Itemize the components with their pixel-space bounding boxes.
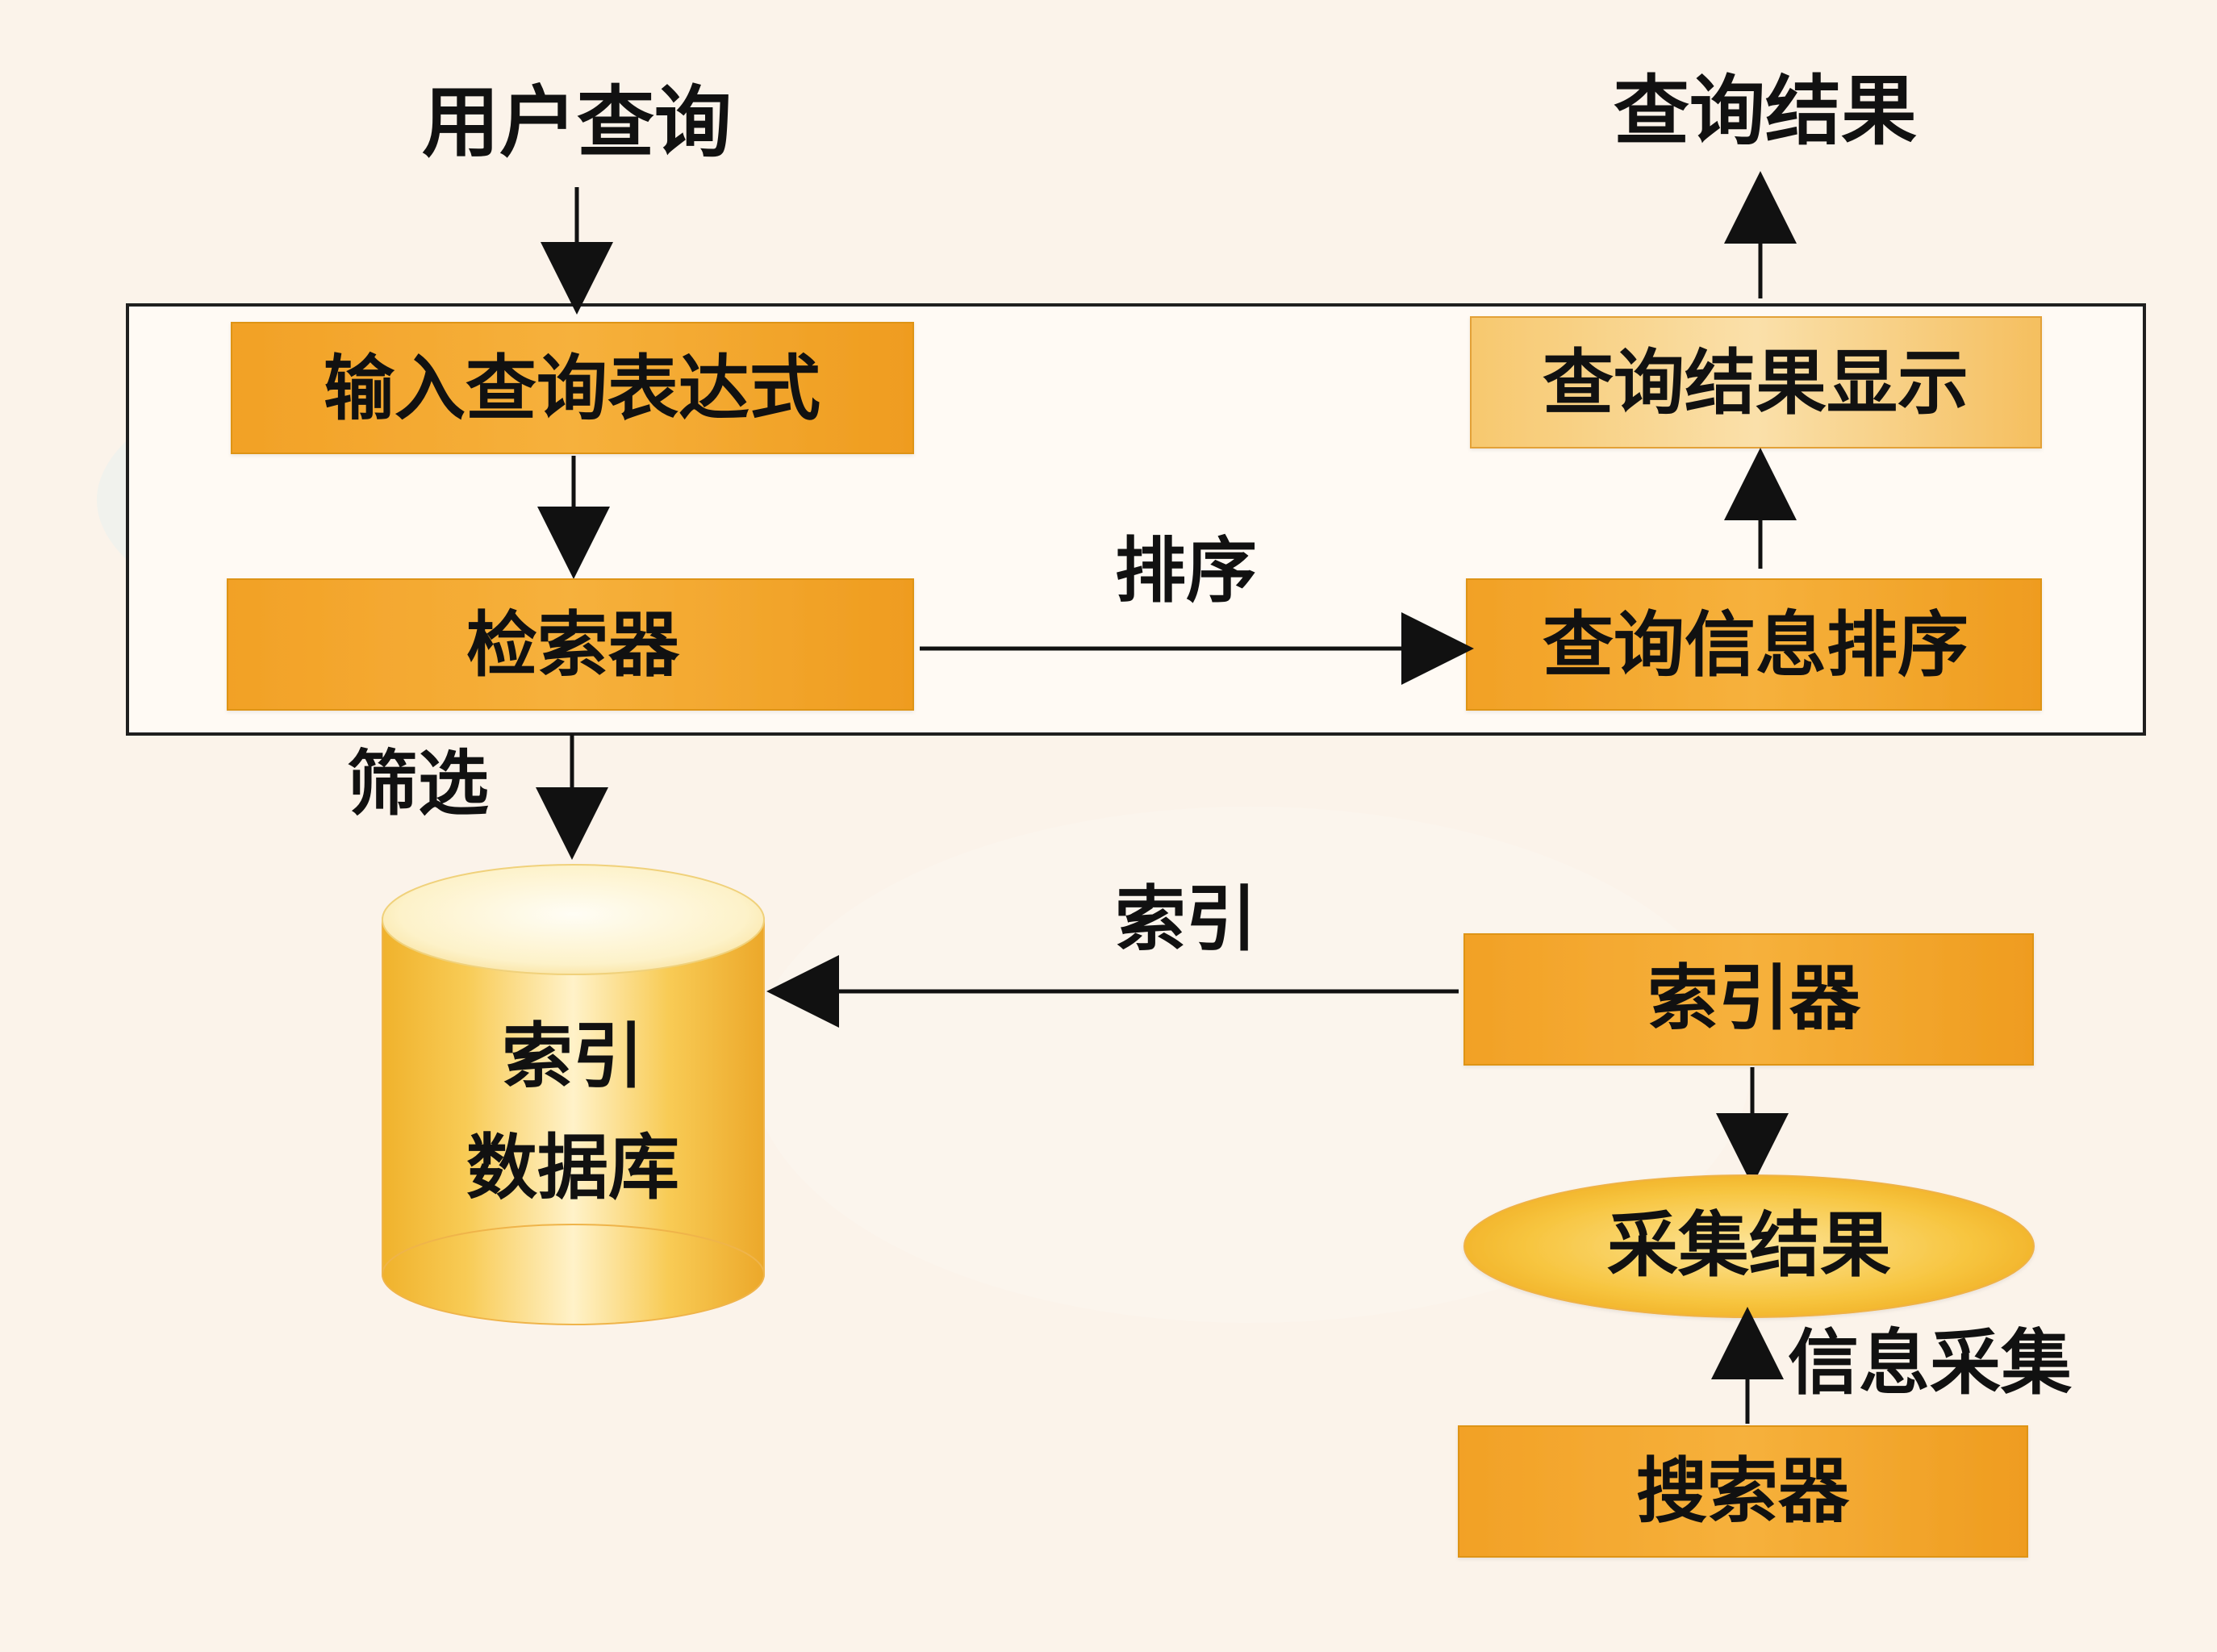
bottom-right-collection-group: 索引器 采集结果 信息采集 搜索器 — [1458, 933, 2072, 1558]
database-label-line2: 数据库 — [466, 1126, 679, 1209]
indexer-box — [1463, 933, 2034, 1066]
database-top-icon — [382, 864, 765, 975]
info-sort-label: 查询信息排序 — [1543, 603, 1969, 686]
user-query-label: 用户查询 — [422, 77, 732, 168]
retriever-label: 检索器 — [466, 603, 680, 686]
result-display-label: 查询结果显示 — [1543, 341, 1969, 424]
sort-connection-group: 排序 — [920, 529, 1474, 685]
filter-group: 筛选 — [347, 734, 608, 860]
input-expression-label: 输入查询表达式 — [324, 347, 820, 430]
retriever-box — [227, 578, 914, 711]
database-bottom-icon — [382, 1224, 765, 1325]
result-display-box — [1470, 316, 2042, 448]
crawler-box — [1458, 1425, 2028, 1558]
collection-results-label: 采集结果 — [1607, 1204, 1891, 1287]
filter-edge-label: 筛选 — [347, 742, 489, 825]
crawler-label: 搜索器 — [1636, 1450, 1850, 1533]
top-right-result-group: 查询结果 查询结果显示 查询信息排序 — [1466, 68, 2042, 711]
input-expression-box — [231, 322, 914, 454]
database-group: 索引 数据库 — [382, 864, 765, 1325]
indexer-label: 索引器 — [1647, 957, 1861, 1040]
database-label-line1: 索引 — [502, 1015, 644, 1098]
query-results-label: 查询结果 — [1614, 68, 1917, 156]
index-connection-group: 索引 — [766, 878, 1459, 1028]
info-sort-box — [1466, 578, 2042, 711]
sort-edge-label: 排序 — [1115, 529, 1257, 612]
index-edge-label: 索引 — [1115, 878, 1257, 961]
top-left-input-group: 用户查询 输入查询表达式 检索器 — [227, 77, 914, 711]
info-collection-edge-label: 信息采集 — [1788, 1321, 2072, 1404]
